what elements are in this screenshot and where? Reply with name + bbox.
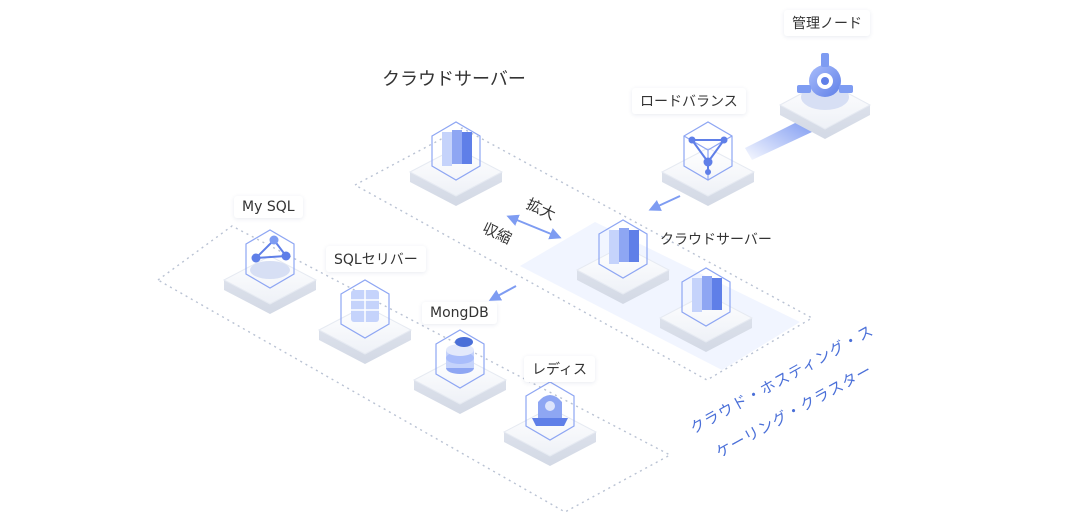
mysql-icon bbox=[245, 229, 295, 289]
mongodb-tile bbox=[412, 329, 508, 414]
load-balancer-icon bbox=[683, 121, 733, 181]
cloud-server-right-tile bbox=[575, 219, 671, 304]
database-icon bbox=[340, 279, 390, 339]
server-icon bbox=[598, 219, 648, 279]
server-to-db-arrow bbox=[488, 285, 517, 301]
mgmt-node-tile bbox=[778, 53, 872, 139]
load-balance-label: ロードバランス bbox=[632, 88, 746, 114]
cloud-server-right-label: クラウドサーバー bbox=[660, 232, 772, 248]
mysql-tile bbox=[222, 229, 318, 314]
mysql-label: My SQL bbox=[234, 196, 303, 218]
redis-label: レディス bbox=[524, 356, 596, 382]
cloud-server-title: クラウドサーバー bbox=[382, 69, 526, 90]
mgmt-node-icon bbox=[797, 53, 853, 110]
lb-to-server-arrow bbox=[648, 195, 681, 211]
database-zone bbox=[156, 225, 672, 513]
cloud-server-zone bbox=[353, 127, 814, 381]
load-balancer-tile bbox=[660, 121, 756, 206]
mgmt-node-label: 管理ノード bbox=[784, 10, 870, 36]
mongodb-icon bbox=[435, 329, 485, 389]
sql-server-tile bbox=[317, 279, 413, 364]
cloud-server-top-tile bbox=[408, 121, 504, 206]
mgmt-to-lb-beam bbox=[745, 118, 812, 160]
server-icon bbox=[431, 121, 481, 181]
redis-tile bbox=[502, 381, 598, 466]
mongodb-label: MongDB bbox=[422, 302, 497, 324]
redis-icon bbox=[525, 381, 575, 441]
cloud-server-scaled-tile bbox=[658, 267, 754, 352]
sql-server-label: SQLセリバー bbox=[326, 246, 426, 272]
expand-shrink-arrow bbox=[506, 214, 562, 240]
server-icon bbox=[681, 267, 731, 327]
